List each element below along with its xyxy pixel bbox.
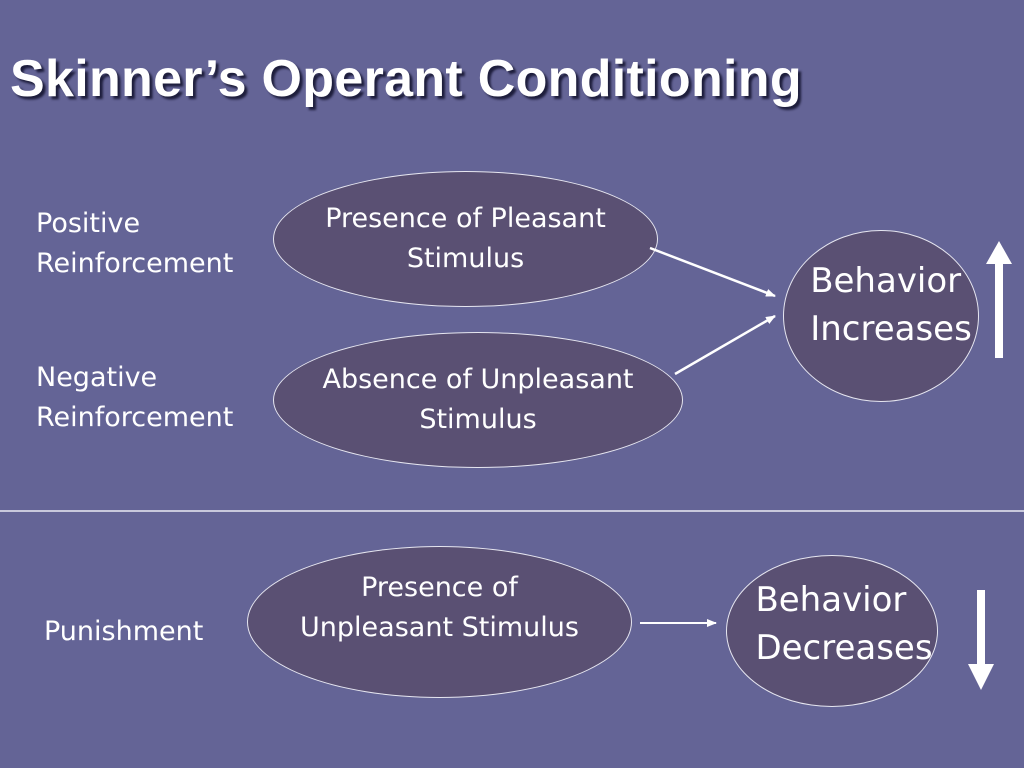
punishment-stimulus-ellipse: Presence of Unpleasant Stimulus	[247, 546, 632, 698]
punishment-label: Punishment	[44, 616, 204, 647]
behavior-increases-text: Behavior Increases	[810, 261, 972, 349]
arrow-up-icon	[986, 241, 1012, 358]
section-divider	[0, 510, 1024, 512]
behavior-decreases-text: Behavior Decreases	[755, 580, 933, 668]
negative-reinforcement-label: Negative Reinforcement	[36, 362, 234, 433]
positive-reinforcement-label: Positive Reinforcement	[36, 208, 234, 279]
negative-to-increase-arrow	[674, 314, 776, 376]
behavior-decreases-ellipse: Behavior Decreases	[726, 555, 938, 707]
positive-stimulus-text: Presence of Pleasant Stimulus	[325, 203, 606, 274]
negative-stimulus-text: Absence of Unpleasant Stimulus	[322, 364, 634, 435]
positive-to-increase-arrow	[649, 246, 776, 298]
negative-stimulus-ellipse: Absence of Unpleasant Stimulus	[273, 332, 683, 468]
behavior-increases-ellipse: Behavior Increases	[783, 230, 979, 402]
positive-stimulus-ellipse: Presence of Pleasant Stimulus	[273, 171, 658, 307]
punishment-stimulus-text: Presence of Unpleasant Stimulus	[300, 572, 579, 643]
slide-title: Skinner’s Operant Conditioning	[10, 50, 802, 108]
arrow-down-icon	[968, 590, 994, 690]
